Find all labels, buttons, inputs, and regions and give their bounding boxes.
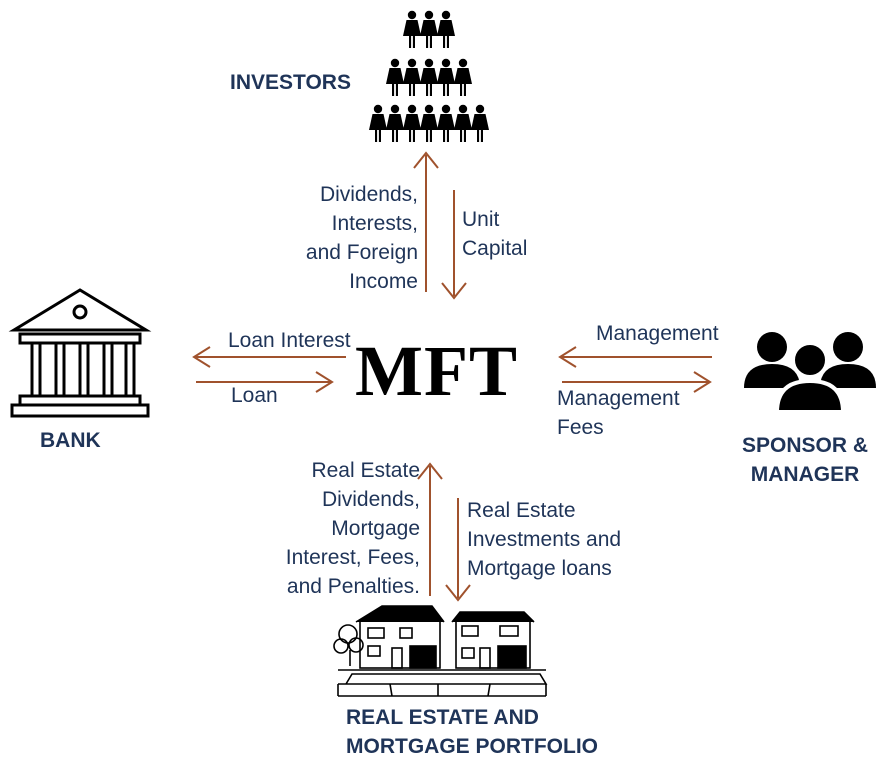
unit-capital-flow-label: Unit Capital bbox=[462, 208, 528, 260]
arrow-real-estate-investments-down bbox=[445, 498, 471, 602]
bank-label: BANK bbox=[40, 429, 101, 452]
arrow-management-fees-right bbox=[562, 371, 712, 393]
arrow-unit-capital-down bbox=[441, 190, 467, 300]
management-flow-label: Management bbox=[596, 322, 719, 345]
real-estate-income-flow-label: Real Estate Dividends, Mortgage Interest… bbox=[285, 459, 420, 598]
houses-icon bbox=[333, 605, 548, 697]
bank-building-icon bbox=[8, 288, 152, 418]
center-node-label: MFT bbox=[355, 331, 518, 411]
arrow-real-estate-income-up bbox=[417, 462, 443, 596]
loan-flow-label: Loan bbox=[231, 384, 278, 407]
investors-crowd-icon bbox=[369, 10, 489, 142]
arrow-management-left bbox=[558, 346, 712, 368]
arrow-loan-right bbox=[196, 371, 334, 393]
portfolio-label: REAL ESTATE AND MORTGAGE PORTFOLIO bbox=[346, 706, 598, 758]
management-fees-flow-label: Management Fees bbox=[557, 387, 680, 439]
arrow-dividends-up bbox=[413, 151, 439, 292]
loan-interest-flow-label: Loan Interest bbox=[228, 329, 351, 352]
flow-arrows bbox=[192, 151, 712, 602]
dividends-flow-label: Dividends, Interests, and Foreign Income bbox=[305, 183, 418, 293]
investors-label: INVESTORS bbox=[230, 71, 351, 94]
sponsor-manager-label: SPONSOR & MANAGER bbox=[741, 434, 869, 486]
arrow-loan-interest-left bbox=[192, 346, 346, 368]
real-estate-investments-flow-label: Real Estate Investments and Mortgage loa… bbox=[467, 499, 622, 580]
people-group-icon bbox=[744, 332, 876, 414]
